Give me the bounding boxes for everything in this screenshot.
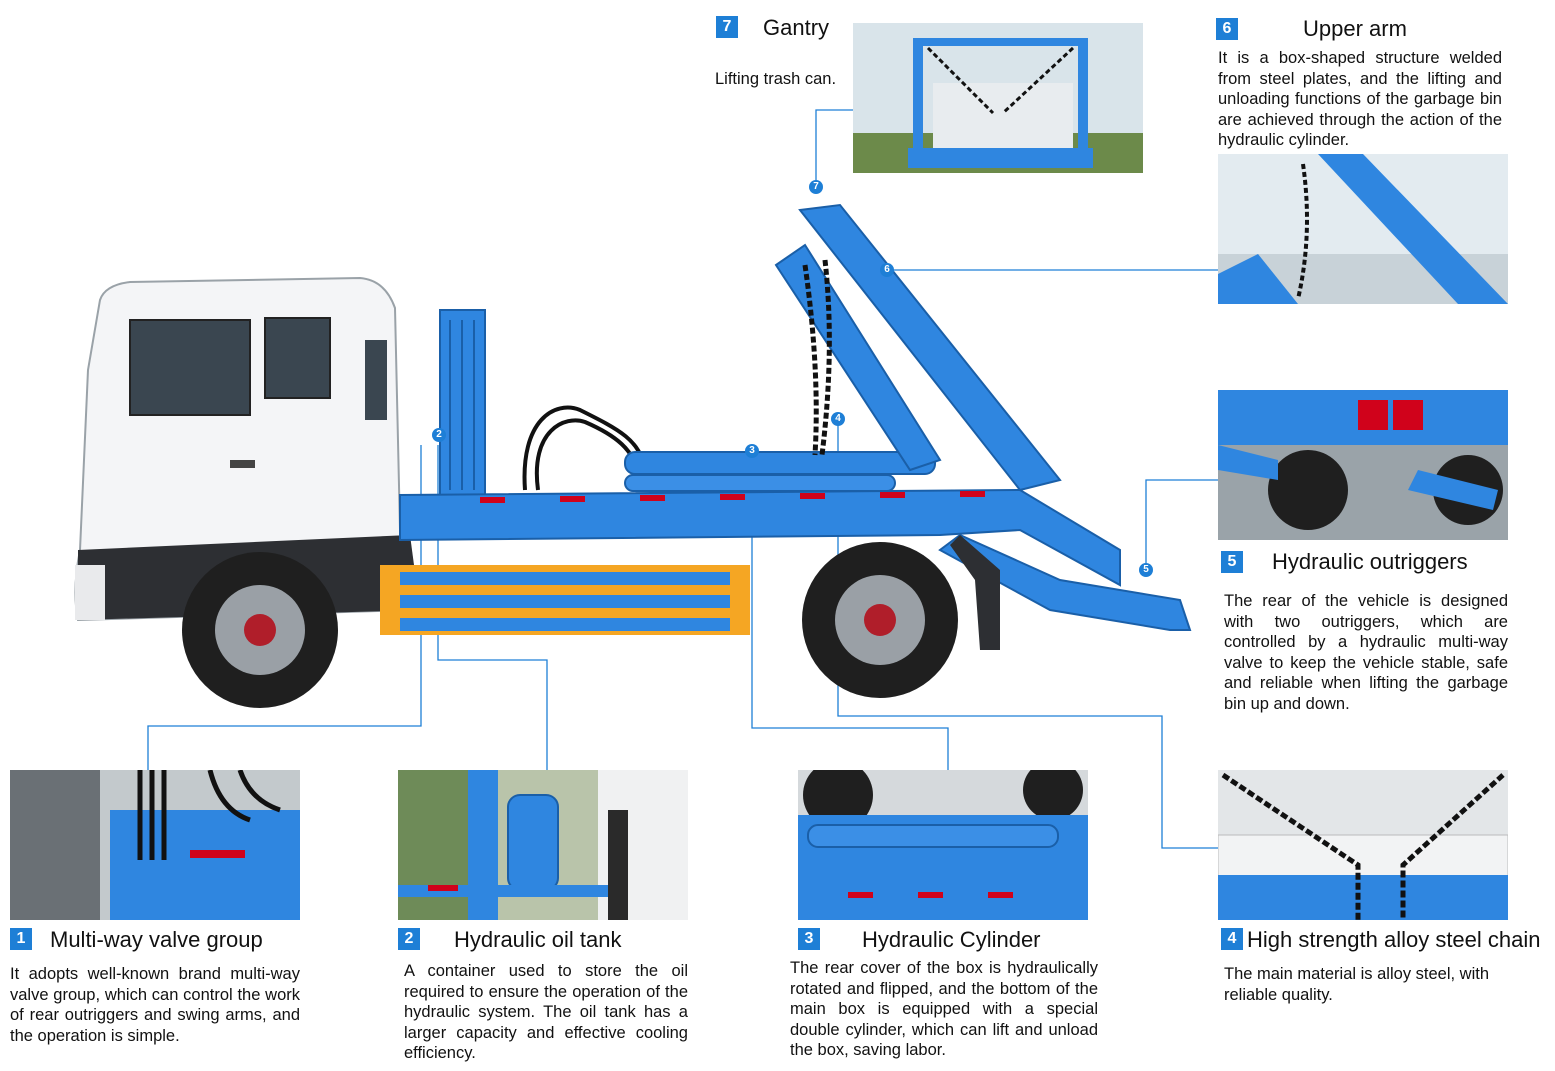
upper-arm-photo (1218, 154, 1508, 304)
oil-tank-photo (398, 770, 688, 920)
marker-4: 4 (831, 412, 845, 426)
title-upper-arm: Upper arm (1303, 16, 1407, 41)
badge-4: 4 (1221, 928, 1243, 950)
badge-5: 5 (1221, 551, 1243, 573)
marker-6: 6 (880, 263, 894, 277)
cylinder-photo (798, 770, 1088, 920)
outrigger-photo (1218, 390, 1508, 540)
desc-hydraulic-oil-tank: A container used to store the oil requir… (404, 962, 688, 1062)
desc-multi-way-valve: It adopts well-known brand multi-way val… (10, 965, 300, 1045)
title-alloy-steel-chain: High strength alloy steel chain (1247, 927, 1541, 952)
chain-photo (1218, 770, 1508, 920)
desc-hydraulic-cylinder: The rear cover of the box is hydraulical… (790, 959, 1098, 1059)
desc-alloy-steel-chain: The main material is alloy steel, with r… (1224, 965, 1490, 1004)
desc-hydraulic-outriggers: The rear of the vehicle is designed with… (1224, 592, 1508, 713)
title-hydraulic-outriggers: Hydraulic outriggers (1272, 549, 1468, 574)
badge-3: 3 (798, 928, 820, 950)
marker-2: 2 (432, 428, 446, 442)
title-hydraulic-cylinder: Hydraulic Cylinder (862, 927, 1041, 952)
title-gantry: Gantry (763, 15, 830, 40)
truck-illustration (74, 203, 1192, 708)
desc-upper-arm: It is a box-shaped structure welded from… (1218, 49, 1502, 149)
badge-2: 2 (398, 928, 420, 950)
badge-6: 6 (1216, 18, 1238, 40)
title-multi-way-valve: Multi-way valve group (50, 927, 263, 952)
valve-photo (10, 770, 300, 920)
marker-7: 7 (809, 180, 823, 194)
marker-5: 5 (1139, 563, 1153, 577)
title-hydraulic-oil-tank: Hydraulic oil tank (454, 927, 622, 952)
marker-3: 3 (745, 444, 759, 458)
desc-gantry: Lifting trash can. (715, 70, 837, 88)
badge-7: 7 (716, 16, 738, 38)
badge-1: 1 (10, 928, 32, 950)
gantry-photo (853, 23, 1143, 173)
